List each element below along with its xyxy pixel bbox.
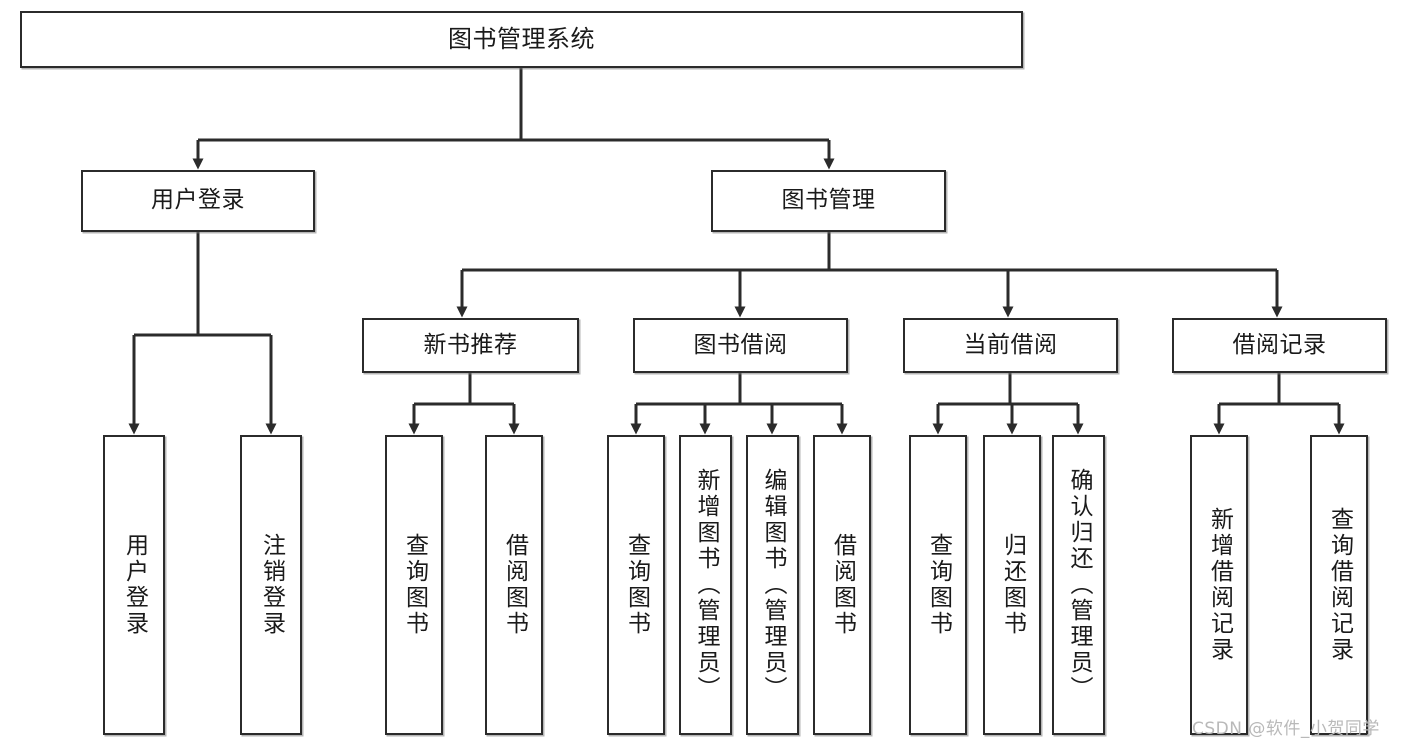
node-leaf-record-query-record[interactable]: 查询借阅记录 <box>1310 435 1368 735</box>
node-label: 查询借阅记录 <box>1326 507 1353 663</box>
csdn-watermark: CSDN @软件_小贺同学 <box>1192 719 1380 739</box>
node-leaf-borrow-query-book[interactable]: 查询图书 <box>607 435 665 735</box>
node-leaf-new-borrow-book[interactable]: 借阅图书 <box>485 435 543 735</box>
node-book-borrowing[interactable]: 图书借阅 <box>633 318 848 373</box>
node-label: 图书管理 <box>781 187 876 214</box>
node-leaf-current-return-book[interactable]: 归还图书 <box>983 435 1041 735</box>
node-label: 借阅图书 <box>829 533 856 637</box>
node-leaf-current-query-book[interactable]: 查询图书 <box>909 435 967 735</box>
node-leaf-current-confirm-return-admin[interactable]: 确认归还（管理员） <box>1052 435 1105 735</box>
node-label: 用户登录 <box>121 533 148 637</box>
node-new-book-recommendation[interactable]: 新书推荐 <box>362 318 579 373</box>
node-leaf-record-add-record[interactable]: 新增借阅记录 <box>1190 435 1248 735</box>
node-label: 图书借阅 <box>693 331 788 358</box>
node-label: 新书推荐 <box>423 331 518 358</box>
node-book-management-module[interactable]: 图书管理 <box>711 170 946 232</box>
node-label: 当前借阅 <box>963 331 1058 358</box>
node-leaf-borrow-borrow-book[interactable]: 借阅图书 <box>813 435 871 735</box>
node-label: 用户登录 <box>151 187 245 214</box>
node-label: 注销登录 <box>258 533 285 637</box>
node-leaf-user-logout[interactable]: 注销登录 <box>240 435 302 735</box>
node-leaf-borrow-edit-book-admin[interactable]: 编辑图书（管理员） <box>746 435 799 735</box>
node-label: 归还图书 <box>999 533 1026 637</box>
node-label: 确认归还（管理员） <box>1066 468 1092 702</box>
node-label: 借阅图书 <box>501 533 528 637</box>
node-user-login-module[interactable]: 用户登录 <box>81 170 315 232</box>
node-root-book-management-system[interactable]: 图书管理系统 <box>20 11 1023 68</box>
node-leaf-new-query-book[interactable]: 查询图书 <box>385 435 443 735</box>
node-label: 新增图书（管理员） <box>693 468 719 702</box>
node-leaf-borrow-add-book-admin[interactable]: 新增图书（管理员） <box>679 435 732 735</box>
node-label: 编辑图书（管理员） <box>760 468 786 702</box>
node-current-borrowing[interactable]: 当前借阅 <box>903 318 1118 373</box>
node-borrowing-records[interactable]: 借阅记录 <box>1172 318 1387 373</box>
node-leaf-user-login[interactable]: 用户登录 <box>103 435 165 735</box>
node-label: 借阅记录 <box>1232 331 1327 358</box>
node-label: 新增借阅记录 <box>1206 507 1233 663</box>
node-label: 查询图书 <box>623 533 650 637</box>
node-label: 查询图书 <box>925 533 952 637</box>
node-label: 图书管理系统 <box>448 25 595 54</box>
node-label: 查询图书 <box>401 533 428 637</box>
